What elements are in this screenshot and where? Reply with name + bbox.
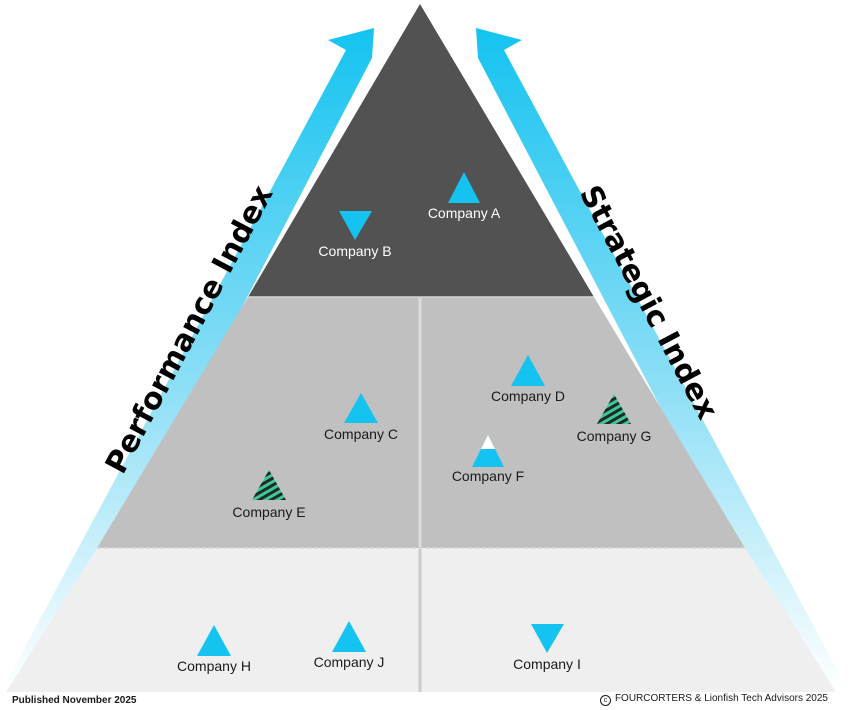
company-label: Company J [314, 654, 385, 670]
published-date: Published November 2025 [12, 695, 137, 706]
triangle-tip [481, 435, 495, 449]
copyright-icon: c [599, 695, 611, 706]
strategic-index-arrow [476, 28, 848, 690]
pyramid-tier-top [248, 4, 594, 297]
up-triangle-icon [344, 393, 378, 423]
half-filled-triangle-icon [472, 435, 504, 467]
up-triangle-icon [448, 172, 480, 203]
performance-index-arrow [2, 28, 374, 690]
up-triangle-icon [511, 355, 545, 386]
company-label: Company F [452, 468, 524, 484]
company-label: Company B [318, 243, 391, 259]
up-triangle-icon [197, 625, 231, 656]
striped-triangle-icon [252, 470, 286, 500]
company-label: Company I [513, 656, 581, 672]
company-h: Company H [177, 625, 251, 674]
company-d: Company D [491, 355, 565, 404]
company-i: Company I [513, 624, 581, 672]
down-triangle-icon [531, 624, 564, 653]
company-label: Company E [232, 504, 305, 520]
company-c: Company C [324, 393, 398, 442]
company-label: Company C [324, 426, 398, 442]
company-e: Company E [232, 470, 306, 520]
up-triangle-icon [332, 621, 366, 652]
striped-triangle-icon [597, 394, 631, 424]
company-a: Company A [428, 172, 501, 221]
company-g: Company G [577, 394, 652, 444]
company-label: Company G [577, 428, 652, 444]
company-b: Company B [318, 211, 392, 259]
company-label: Company A [428, 205, 501, 221]
company-f: Company F [452, 435, 524, 484]
company-label: Company D [491, 388, 565, 404]
copyright-text: FOURCORTERS & Lionfish Tech Advisors 202… [614, 693, 828, 704]
down-triangle-icon [339, 211, 372, 240]
company-j: Company J [314, 621, 385, 670]
company-label: Company H [177, 658, 251, 674]
